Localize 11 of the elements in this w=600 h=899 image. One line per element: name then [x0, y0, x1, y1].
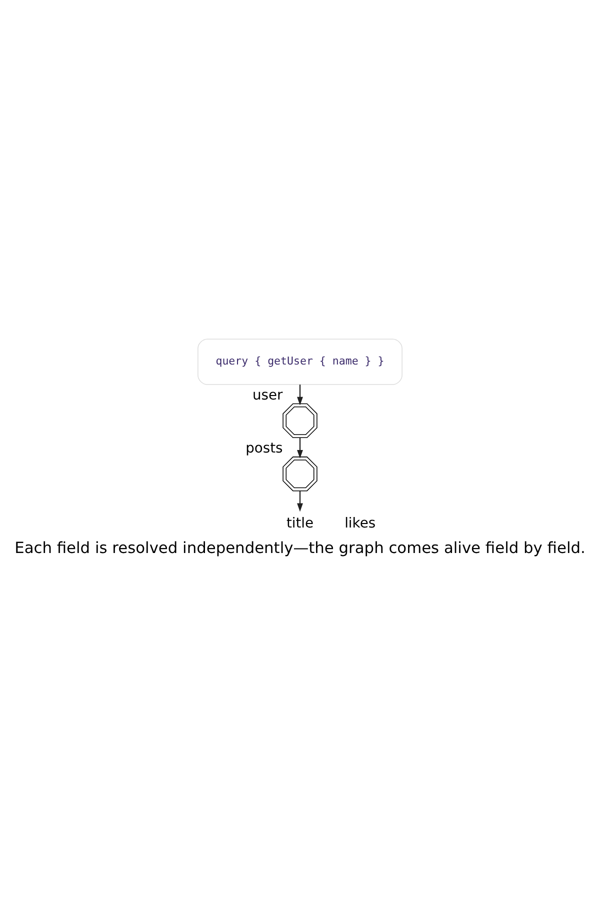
- node-picture: [282, 456, 318, 491]
- caption: Each field is resolved independently—the graph comes alive field by field.: [14, 538, 586, 557]
- arrow: [297, 437, 303, 458]
- node-label: posts: [246, 440, 283, 456]
- node-label: user: [252, 386, 283, 403]
- node-box: query { getUser { name } }: [198, 338, 402, 384]
- node-text: title: [286, 514, 314, 531]
- arrow: [297, 490, 303, 512]
- arrow: [297, 384, 303, 405]
- node-picture: [282, 402, 318, 438]
- label: likes: [344, 514, 376, 531]
